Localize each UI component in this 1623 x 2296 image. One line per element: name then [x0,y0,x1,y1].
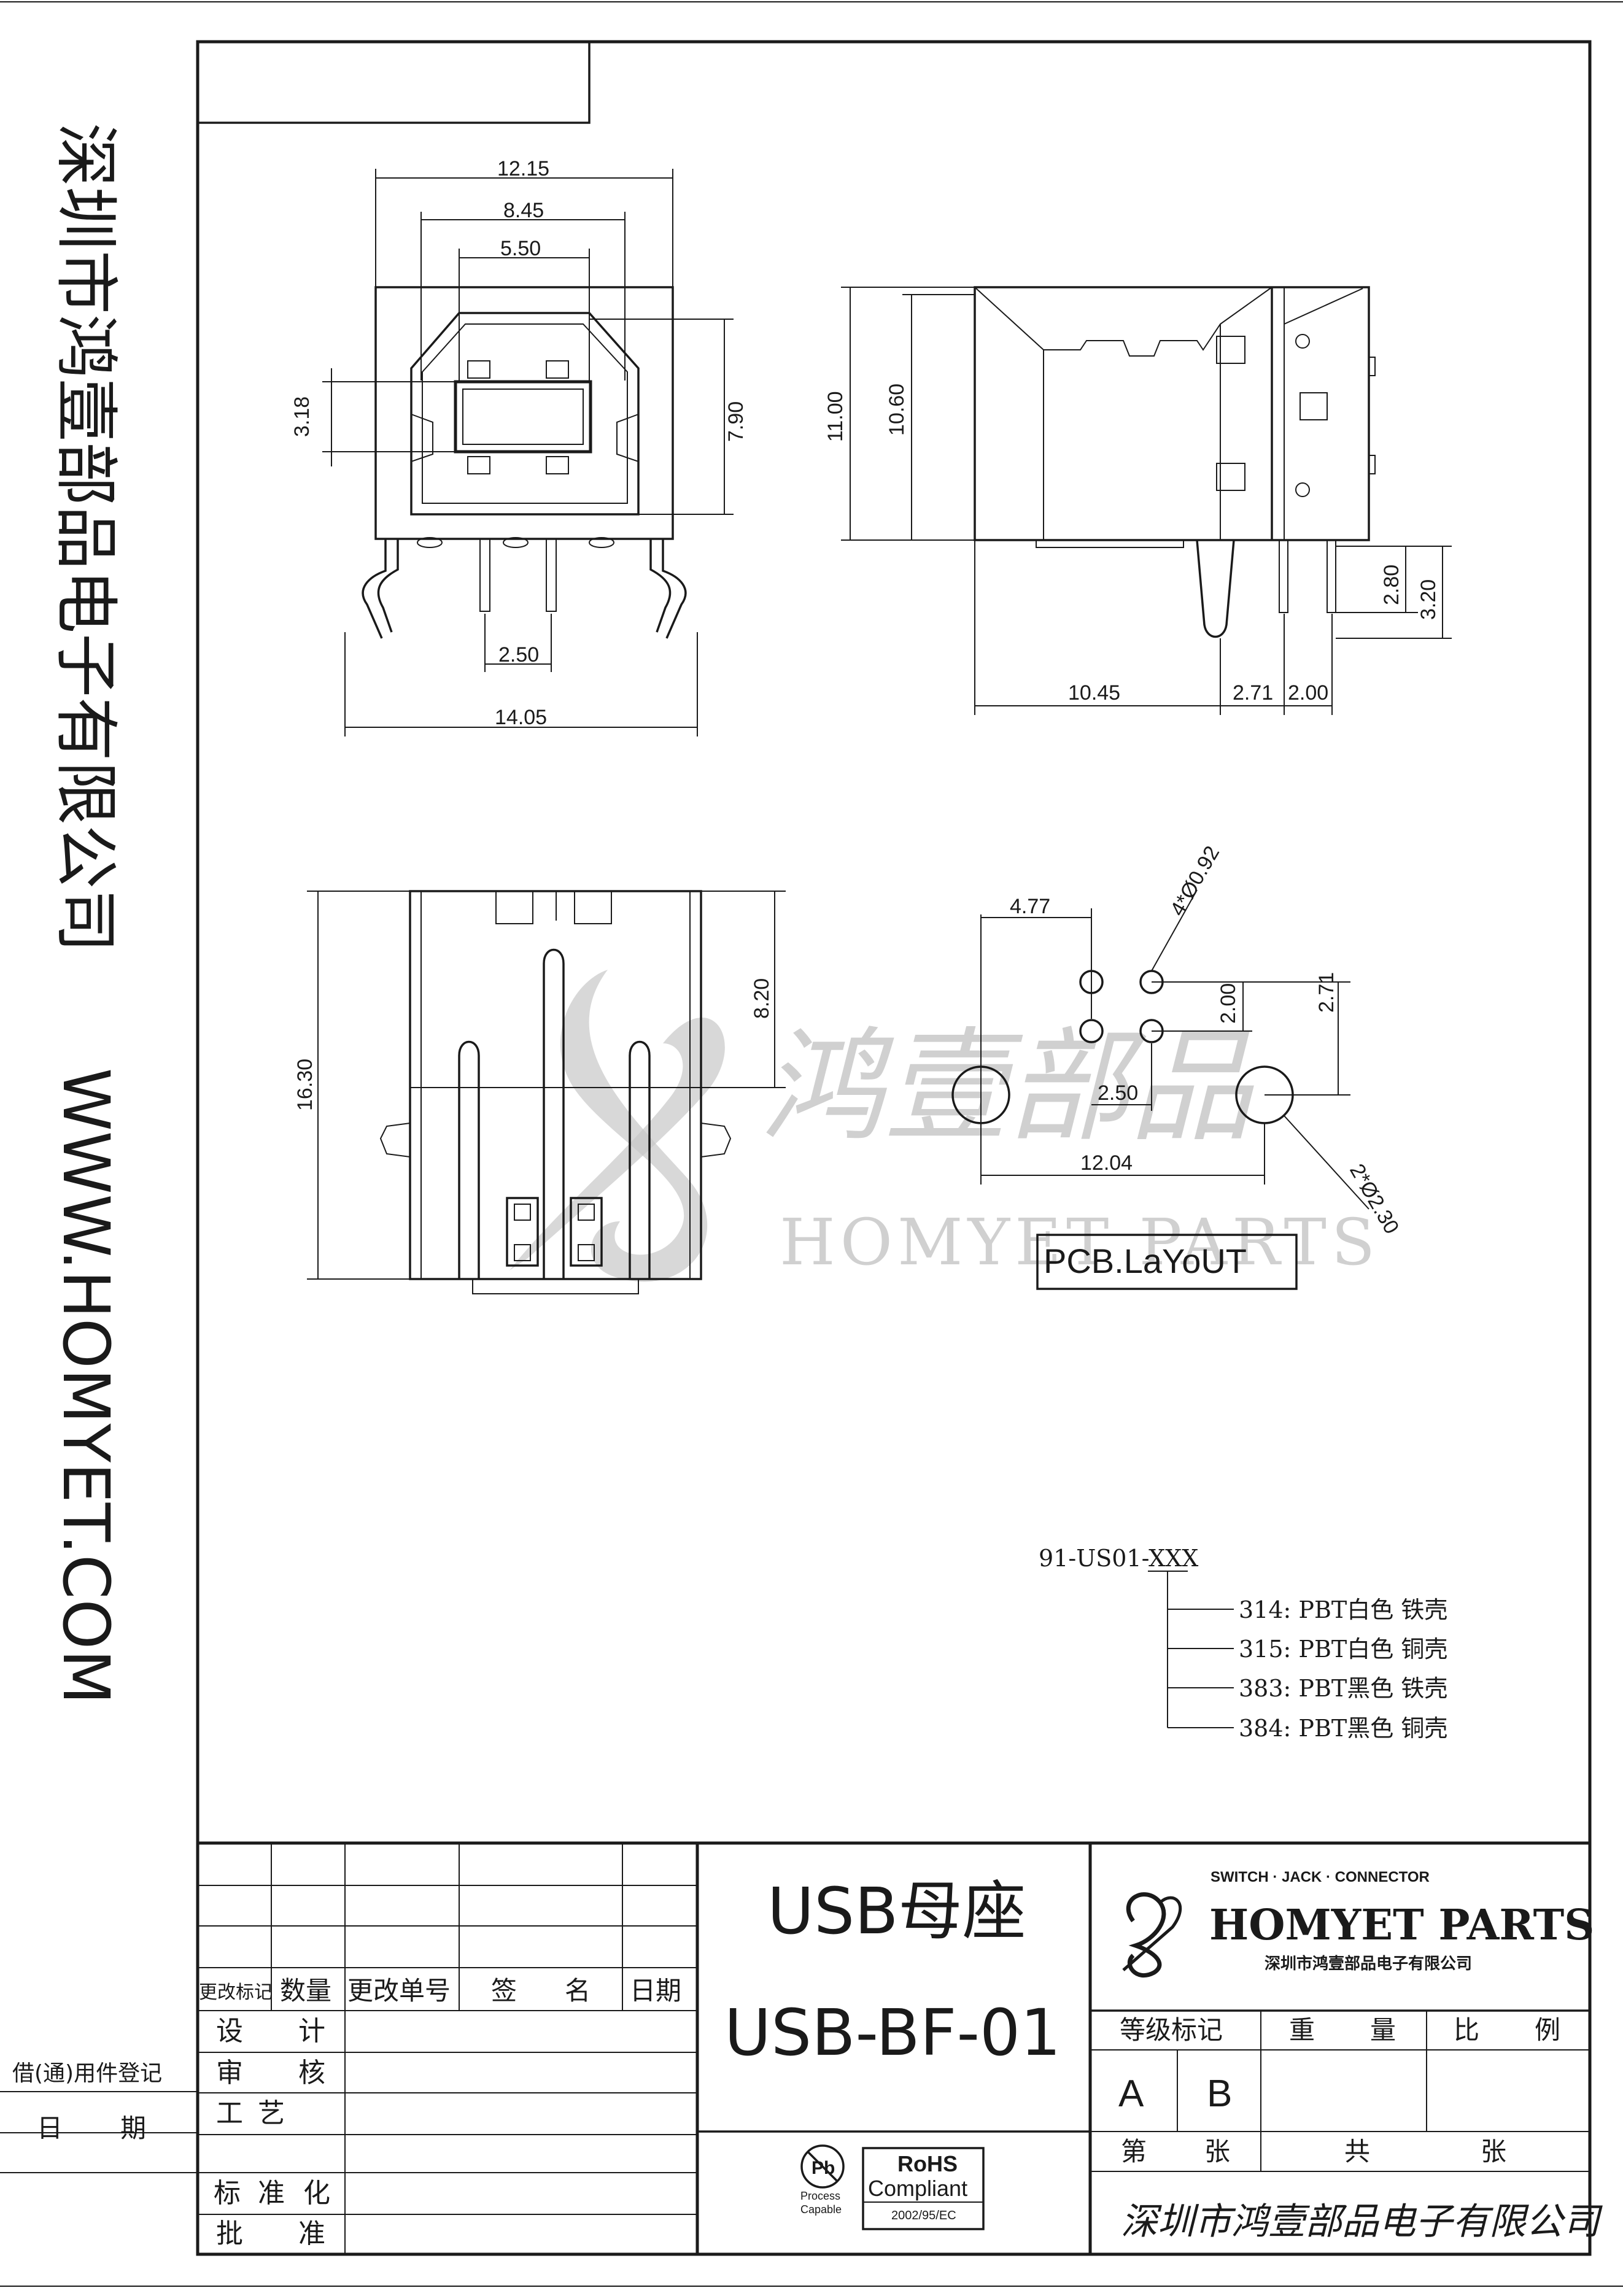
part-code-option: 315: PBT白色 铜壳 [1239,1636,1447,1663]
dim-side-280: 2.80 [1380,565,1403,605]
sidebar-website: WWW.HOMYET.COM [48,1068,123,1704]
rev-header: 日期 [630,1976,681,2006]
pb-symbol: Pb [812,2158,835,2178]
rev-header: 签 [491,1976,517,2006]
model-number: USB-BF-01 [724,1995,1061,2070]
rohs-title: RoHS [897,2151,958,2176]
dim-pcb-1204: 12.04 [1080,1151,1133,1175]
sheet-label: 共 [1344,2136,1370,2167]
date-label: 日 [37,2113,63,2143]
dim-bottom-1630: 16.30 [293,1059,317,1111]
dim-side-320: 3.20 [1417,579,1440,620]
dim-side-1100: 11.00 [824,391,847,442]
dim-front-inner: 8.45 [503,199,544,222]
drawing-border [196,40,1592,2256]
logo-company: 深圳市鸿壹部品电子有限公司 [1265,1954,1472,1973]
sidebar-company-name: 深圳市鸿壹部品电子有限公司 [48,123,123,953]
pb-caption: Process [800,2190,840,2202]
rev-header: 更改标记 [199,1982,273,2003]
dim-side-1045: 10.45 [1068,681,1120,705]
part-code-table: 91-US01-XXX 314: PBT白色 铁壳 315: PBT白色 铜壳 … [1039,1545,1447,1742]
dim-front-width: 12.15 [497,157,549,180]
part-code-option: 383: PBT黑色 铁壳 [1239,1675,1447,1702]
row-label: 准 [258,2178,285,2209]
weight-label: 量 [1370,2015,1396,2045]
weight-label: 重 [1289,2015,1315,2045]
scale-label: 比 [1454,2015,1479,2045]
rohs-code: 2002/95/EC [891,2209,956,2222]
bottom-view: 16.30 8.20 [293,890,786,1294]
dim-side-200: 2.00 [1288,681,1328,705]
row-label: 化 [303,2178,330,2209]
dim-front-overall: 14.05 [495,706,547,729]
dim-front-318: 3.18 [290,396,314,437]
logo-brand: HOMYET PARTS [1209,1901,1594,1950]
part-code-option: 314: PBT白色 铁壳 [1239,1596,1447,1623]
watermark-brand: HOMYET PARTS [780,1205,1380,1280]
row-label: 审 [216,2057,243,2089]
row-label: 工 [216,2098,243,2129]
sheet-label: 第 [1121,2136,1147,2167]
dim-side-1060: 10.60 [885,384,908,436]
part-code-option: 384: PBT黑色 铜壳 [1239,1715,1447,1742]
company-logo: SWITCH · JACK · CONNECTOR HOMYET PARTS 深… [1122,1869,1594,1978]
dim-front-tongue: 5.50 [500,237,541,260]
row-label: 批 [216,2218,243,2249]
dim-pcb-477: 4.77 [1010,895,1050,918]
rev-header: 更改单号 [347,1976,451,2006]
dim-bottom-820: 8.20 [750,978,773,1019]
row-label: 设 [216,2016,243,2047]
pb-caption: Capable [800,2203,842,2216]
dim-pcb-holes: 4*Ø0.92 [1166,842,1224,920]
grade-a: A [1118,2073,1144,2115]
product-name: USB母座 [767,1874,1026,1949]
part-code-base: 91-US01-XXX [1039,1545,1198,1572]
front-view: 12.15 8.45 5.50 3.18 7.90 2.50 14.05 [290,157,748,736]
row-label: 标 [214,2178,241,2209]
row-label: 艺 [258,2098,285,2129]
dim-pcb-250: 2.50 [1098,1081,1138,1105]
dim-pcb-271: 2.71 [1315,972,1338,1013]
row-label: 准 [298,2218,325,2249]
sheet-label: 张 [1481,2136,1506,2167]
side-view: 11.00 10.60 2.80 3.20 10.45 2.71 2.00 [824,286,1452,715]
grade-b: B [1207,2073,1232,2115]
dim-front-pitch: 2.50 [498,643,539,667]
pcb-layout-label: PCB.LaYoUT [1044,1242,1247,1280]
dim-side-271: 2.71 [1233,681,1273,705]
borrow-register-label: 借(通)用件登记 [12,2061,162,2086]
dim-front-790: 7.90 [724,401,748,442]
sheet-label: 张 [1204,2136,1230,2167]
scale-label: 例 [1535,2015,1560,2045]
rohs-compliant: Compliant [868,2176,967,2201]
title-block: 更改标记 数量 更改单号 签 名 日期 设 计 审 核 工 艺 标 准 化 批 … [0,1841,1603,2254]
rev-header: 数量 [280,1976,331,2006]
watermark: 鸿壹部品 HOMYET PARTS [509,970,1380,1282]
dim-pcb-200: 2.00 [1217,983,1240,1024]
row-label: 计 [298,2016,325,2047]
rev-header: 名 [565,1976,591,2006]
date-label: 期 [120,2113,146,2143]
grade-label: 等级标记 [1120,2015,1223,2045]
row-label: 核 [298,2057,325,2089]
signature-company: 深圳市鸿壹部品电子有限公司 [1121,2200,1603,2243]
logo-tagline: SWITCH · JACK · CONNECTOR [1210,1869,1430,1885]
